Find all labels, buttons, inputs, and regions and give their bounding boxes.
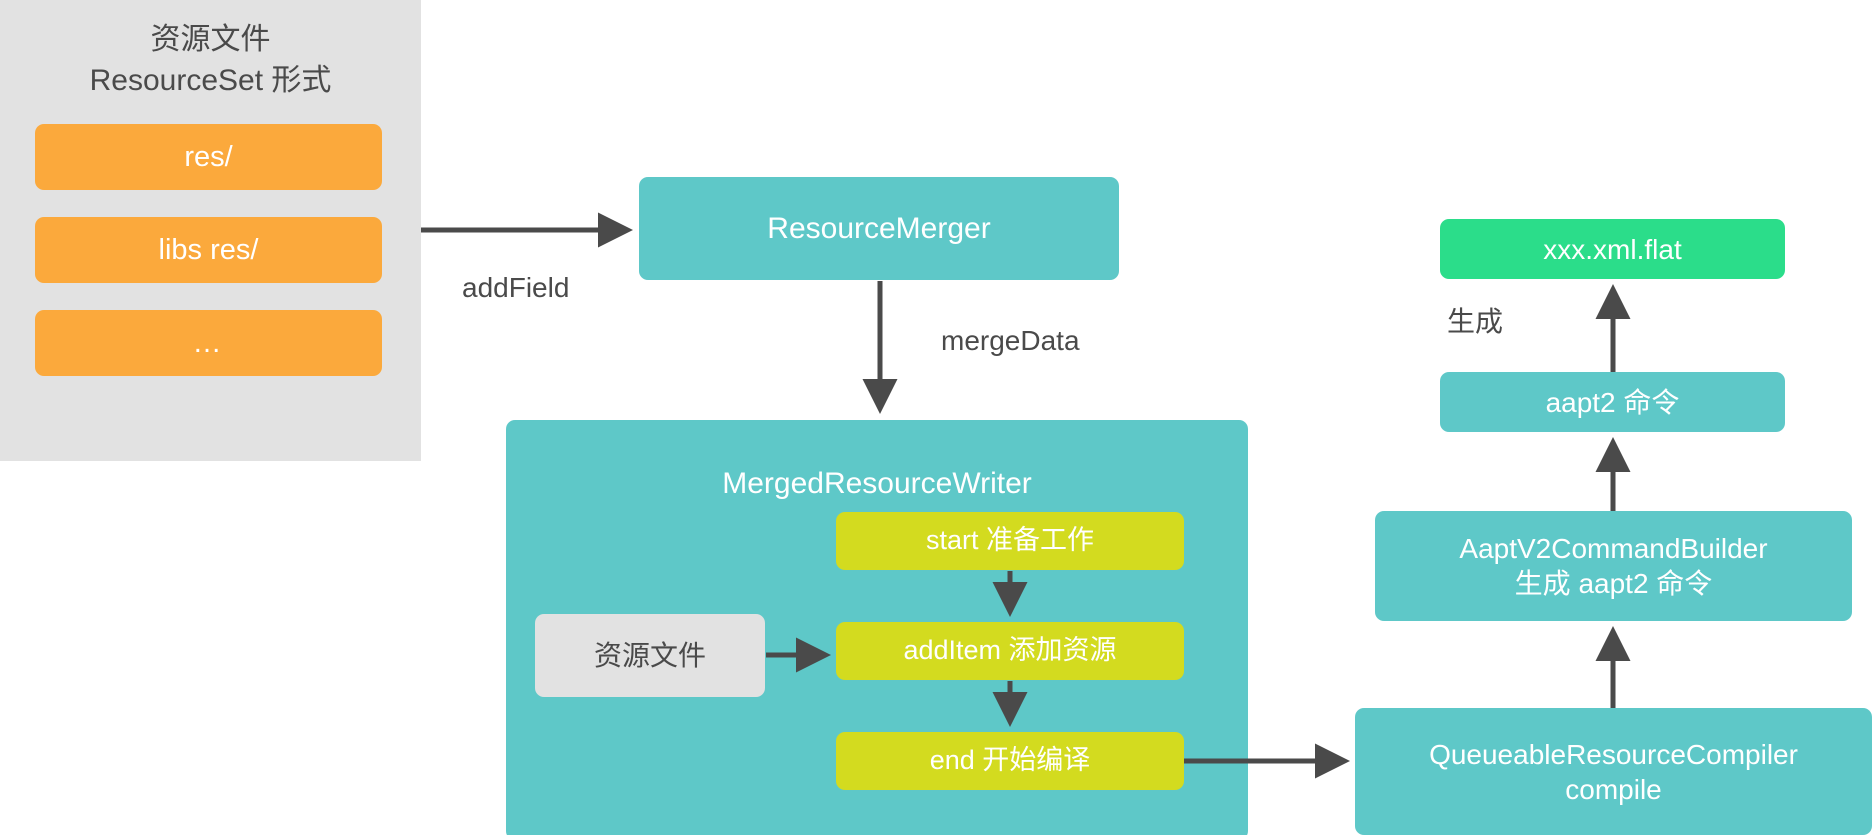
resourceset-title-line1: 资源文件 xyxy=(150,23,271,56)
node-aapt-v2-command-builder[interactable]: AaptV2CommandBuilder 生成 aapt2 命令 xyxy=(1375,511,1852,621)
resourceset-item-res[interactable]: res/ xyxy=(35,124,382,190)
node-aapt-v2-command-builder-label-line1: AaptV2CommandBuilder xyxy=(1459,533,1768,564)
resourceset-item-libs-res-label: libs res/ xyxy=(158,233,259,266)
resourceset-title-line2: ResourceSet 形式 xyxy=(89,63,332,97)
node-additem-step[interactable]: addItem 添加资源 xyxy=(836,622,1184,680)
node-queueable-resource-compiler[interactable]: QueueableResourceCompiler compile xyxy=(1355,708,1872,835)
node-flat-output-label: xxx.xml.flat xyxy=(1543,233,1682,265)
node-resource-merger[interactable]: ResourceMerger xyxy=(639,177,1119,280)
node-queueable-resource-compiler-label-line2: compile xyxy=(1565,773,1662,805)
node-start-step-label: start 准备工作 xyxy=(925,525,1094,556)
edge-label-add-field: addField xyxy=(462,272,570,303)
node-end-step-label: end 开始编译 xyxy=(929,745,1091,776)
node-start-step[interactable]: start 准备工作 xyxy=(836,512,1184,570)
node-resource-merger-label: ResourceMerger xyxy=(767,211,991,245)
node-additem-step-label: addItem 添加资源 xyxy=(903,635,1117,666)
edge-label-sheng-cheng: 生成 xyxy=(1447,306,1504,337)
resourceset-item-res-label: res/ xyxy=(184,140,233,173)
resourceset-item-more[interactable]: … xyxy=(35,310,382,376)
node-queueable-resource-compiler-label-line1: QueueableResourceCompiler xyxy=(1429,738,1798,770)
resourceset-panel-title: 资源文件 ResourceSet 形式 xyxy=(0,20,421,101)
resourceset-panel: 资源文件 ResourceSet 形式 res/ libs res/ … xyxy=(0,0,421,461)
node-aapt2-command-label: aapt2 命令 xyxy=(1545,386,1680,418)
node-aapt2-command[interactable]: aapt2 命令 xyxy=(1440,372,1785,432)
node-flat-output[interactable]: xxx.xml.flat xyxy=(1440,219,1785,279)
resourceset-item-more-label: … xyxy=(192,326,225,359)
node-end-step[interactable]: end 开始编译 xyxy=(836,732,1184,790)
node-inner-resource-file[interactable]: 资源文件 xyxy=(535,614,765,697)
node-aapt-v2-command-builder-label-line2: 生成 aapt2 命令 xyxy=(1514,568,1713,599)
resourceset-item-libs-res[interactable]: libs res/ xyxy=(35,217,382,283)
node-merged-resource-writer-label: MergedResourceWriter xyxy=(722,467,1032,500)
edge-label-merge-data: mergeData xyxy=(941,325,1080,356)
node-inner-resource-file-label: 资源文件 xyxy=(593,640,706,671)
